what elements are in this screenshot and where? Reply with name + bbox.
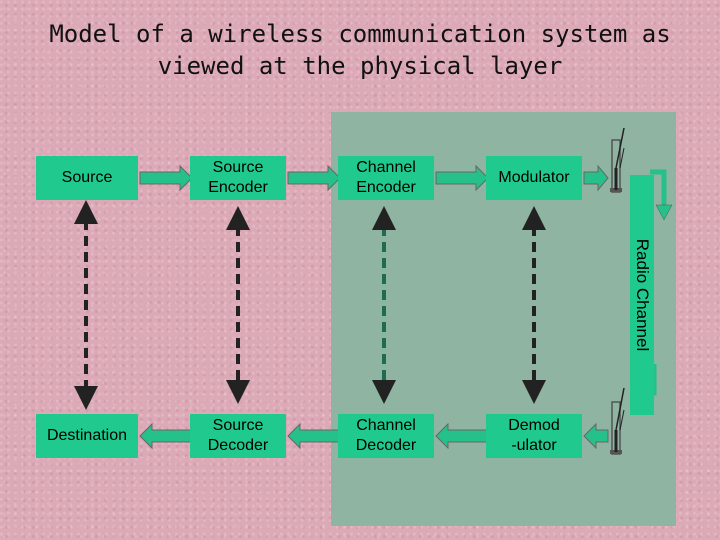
source-encoder-label-2: Encoder xyxy=(208,179,268,196)
channel-decoder-block: Channel Decoder xyxy=(338,414,434,458)
receive-antenna-icon xyxy=(610,387,625,455)
transmit-antenna-icon xyxy=(610,127,625,193)
arrow-demodulator-to-channel-decoder xyxy=(435,422,489,450)
modulator-label: Modulator xyxy=(498,169,570,186)
slide-title: Model of a wireless communication system… xyxy=(0,18,720,82)
source-decoder-label-1: Source xyxy=(212,417,264,434)
destination-block: Destination xyxy=(36,414,138,458)
title-line-1: Model of a wireless communication system… xyxy=(49,20,671,48)
title-line-2: viewed at the physical layer xyxy=(157,52,563,80)
channel-encoder-label-2: Encoder xyxy=(356,179,416,196)
radio-channel-top-arrow xyxy=(650,169,673,221)
channel-decoder-label-2: Decoder xyxy=(355,437,417,454)
channel-decoder-label-1: Channel xyxy=(356,417,416,434)
source-label: Source xyxy=(61,169,113,186)
arrow-encoder-to-channel-encoder xyxy=(287,164,341,192)
arrow-channel-encoder-to-modulator xyxy=(435,164,489,192)
arrow-source-decoder-to-destination xyxy=(139,422,193,450)
channel-encoder-label-1: Channel xyxy=(356,159,416,176)
demodulator-label-2: -ulator xyxy=(511,437,557,454)
arrow-modulator-to-antenna xyxy=(583,164,609,192)
source-encoder-label-1: Source xyxy=(212,159,264,176)
arrow-antenna-to-demodulator xyxy=(583,422,609,450)
demodulator-block: Demod -ulator xyxy=(486,414,582,458)
arrow-channel-decoder-to-source-decoder xyxy=(287,422,341,450)
demodulator-label-1: Demod xyxy=(508,417,560,434)
source-block: Source xyxy=(36,156,138,200)
channel-encoder-block: Channel Encoder xyxy=(338,156,434,200)
source-decoder-label-2: Decoder xyxy=(207,437,269,454)
radio-channel-label: Radio Channel xyxy=(630,175,654,415)
source-decoder-block: Source Decoder xyxy=(190,414,286,458)
modulator-block: Modulator xyxy=(486,156,582,200)
arrow-source-to-encoder xyxy=(139,164,193,192)
destination-label: Destination xyxy=(46,427,128,444)
source-encoder-block: Source Encoder xyxy=(190,156,286,200)
